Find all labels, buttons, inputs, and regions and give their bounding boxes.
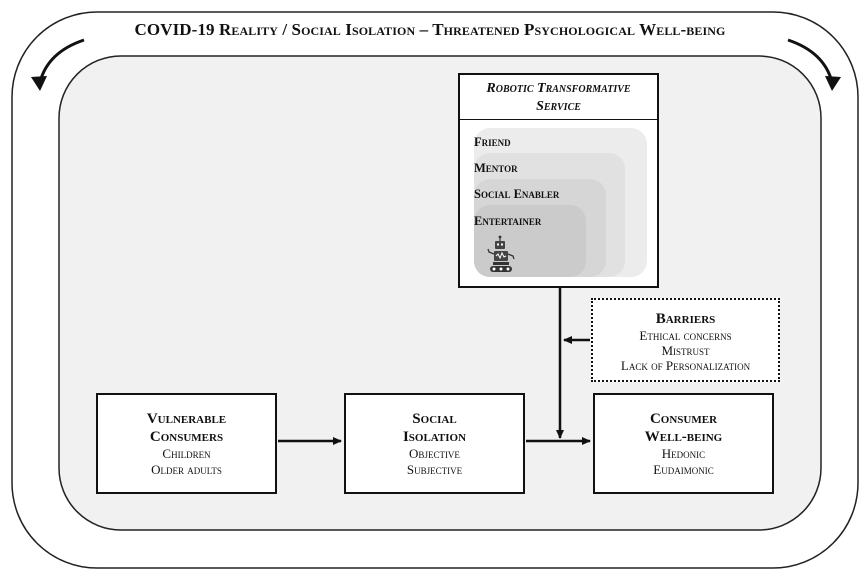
barriers-box: Barriers Ethical concerns Mistrust Lack … bbox=[591, 298, 780, 382]
role-friend: Friend bbox=[474, 135, 511, 149]
robotic-service-title-line2: Service bbox=[536, 99, 581, 114]
consumer-wellbeing-title-line2: Well-being bbox=[644, 429, 723, 445]
consumer-older-adults: Older adults bbox=[151, 462, 222, 477]
consumer-wellbeing-title-line1: Consumer bbox=[649, 411, 718, 427]
vulnerable-consumers-title-line1: Vulnerable bbox=[146, 411, 227, 427]
social-isolation-title-line1: Social bbox=[412, 411, 457, 427]
robotic-service-box: Robotic Transformative Service Friend Me… bbox=[458, 73, 659, 288]
vulnerable-consumers-title-line2: Consumers bbox=[149, 429, 224, 445]
wellbeing-hedonic: Hedonic bbox=[661, 446, 706, 461]
social-isolation-box: Social Isolation Objective Subjective bbox=[344, 393, 525, 494]
social-isolation-title-line2: Isolation bbox=[402, 429, 467, 445]
isolation-objective: Objective bbox=[409, 446, 460, 461]
role-entertainer: Entertainer bbox=[474, 214, 542, 228]
vulnerable-consumers-box: Vulnerable Consumers Children Older adul… bbox=[96, 393, 277, 494]
role-mentor: Mentor bbox=[474, 161, 518, 175]
robotic-service-title-line1: Robotic Transformative bbox=[486, 81, 631, 96]
barrier-ethical-concerns: Ethical concerns bbox=[639, 328, 732, 343]
role-social-enabler: Social Enabler bbox=[474, 187, 560, 201]
barriers-title: Barriers bbox=[655, 311, 716, 327]
diagram-title: COVID-19 Reality / Social Isolation – Th… bbox=[134, 20, 726, 39]
barrier-lack-of-personalization: Lack of Personalization bbox=[620, 358, 751, 373]
wellbeing-eudaimonic: Eudaimonic bbox=[653, 462, 714, 477]
robot-icon bbox=[487, 235, 515, 272]
consumer-children: Children bbox=[162, 446, 211, 461]
isolation-subjective: Subjective bbox=[406, 462, 463, 477]
consumer-wellbeing-box: Consumer Well-being Hedonic Eudaimonic bbox=[593, 393, 774, 494]
layer-entertainer bbox=[474, 205, 586, 277]
robotic-service-title: Robotic Transformative Service bbox=[460, 75, 657, 120]
barrier-mistrust: Mistrust bbox=[661, 343, 710, 358]
